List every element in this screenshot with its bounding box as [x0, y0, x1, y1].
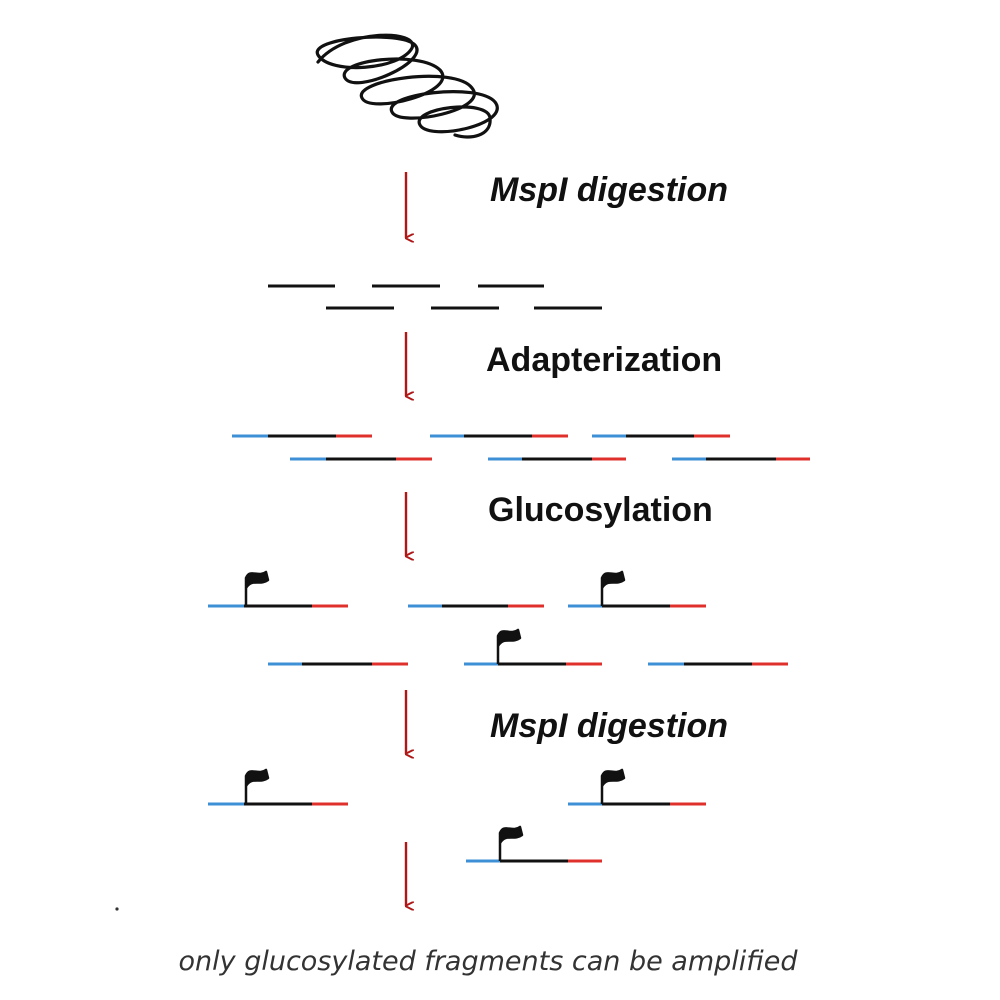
glucosylated-fragments: [208, 570, 788, 666]
step-label-mspi-digestion-2: MspI digestion: [490, 707, 728, 745]
glucosylated-fragment: [208, 570, 348, 608]
flag-icon: [244, 570, 270, 606]
flag-icon: [600, 768, 626, 804]
glucosylated-fragment: [568, 570, 706, 608]
stray-dot: [115, 907, 119, 911]
glucosylated-fragment: [464, 628, 602, 666]
flag-icon: [498, 825, 524, 861]
step-label-mspi-digestion-1: MspI digestion: [490, 171, 728, 209]
glucosylated-fragment: [466, 825, 602, 863]
flag-icon: [496, 628, 522, 664]
flag-icon: [600, 570, 626, 606]
glucosylated-fragment: [208, 768, 348, 806]
caption: only glucosylated fragments can be ampli…: [179, 946, 799, 977]
tangled-dna-icon: [315, 33, 499, 139]
flag-icon: [244, 768, 270, 804]
glucosylated-fragment: [568, 768, 706, 806]
digested-fragments: [268, 284, 602, 310]
step-label-adapterization: Adapterization: [486, 341, 722, 379]
adapterized-fragments: [232, 434, 810, 461]
step-label-glucosylation: Glucosylation: [488, 491, 713, 529]
protected-fragments: [208, 768, 706, 863]
